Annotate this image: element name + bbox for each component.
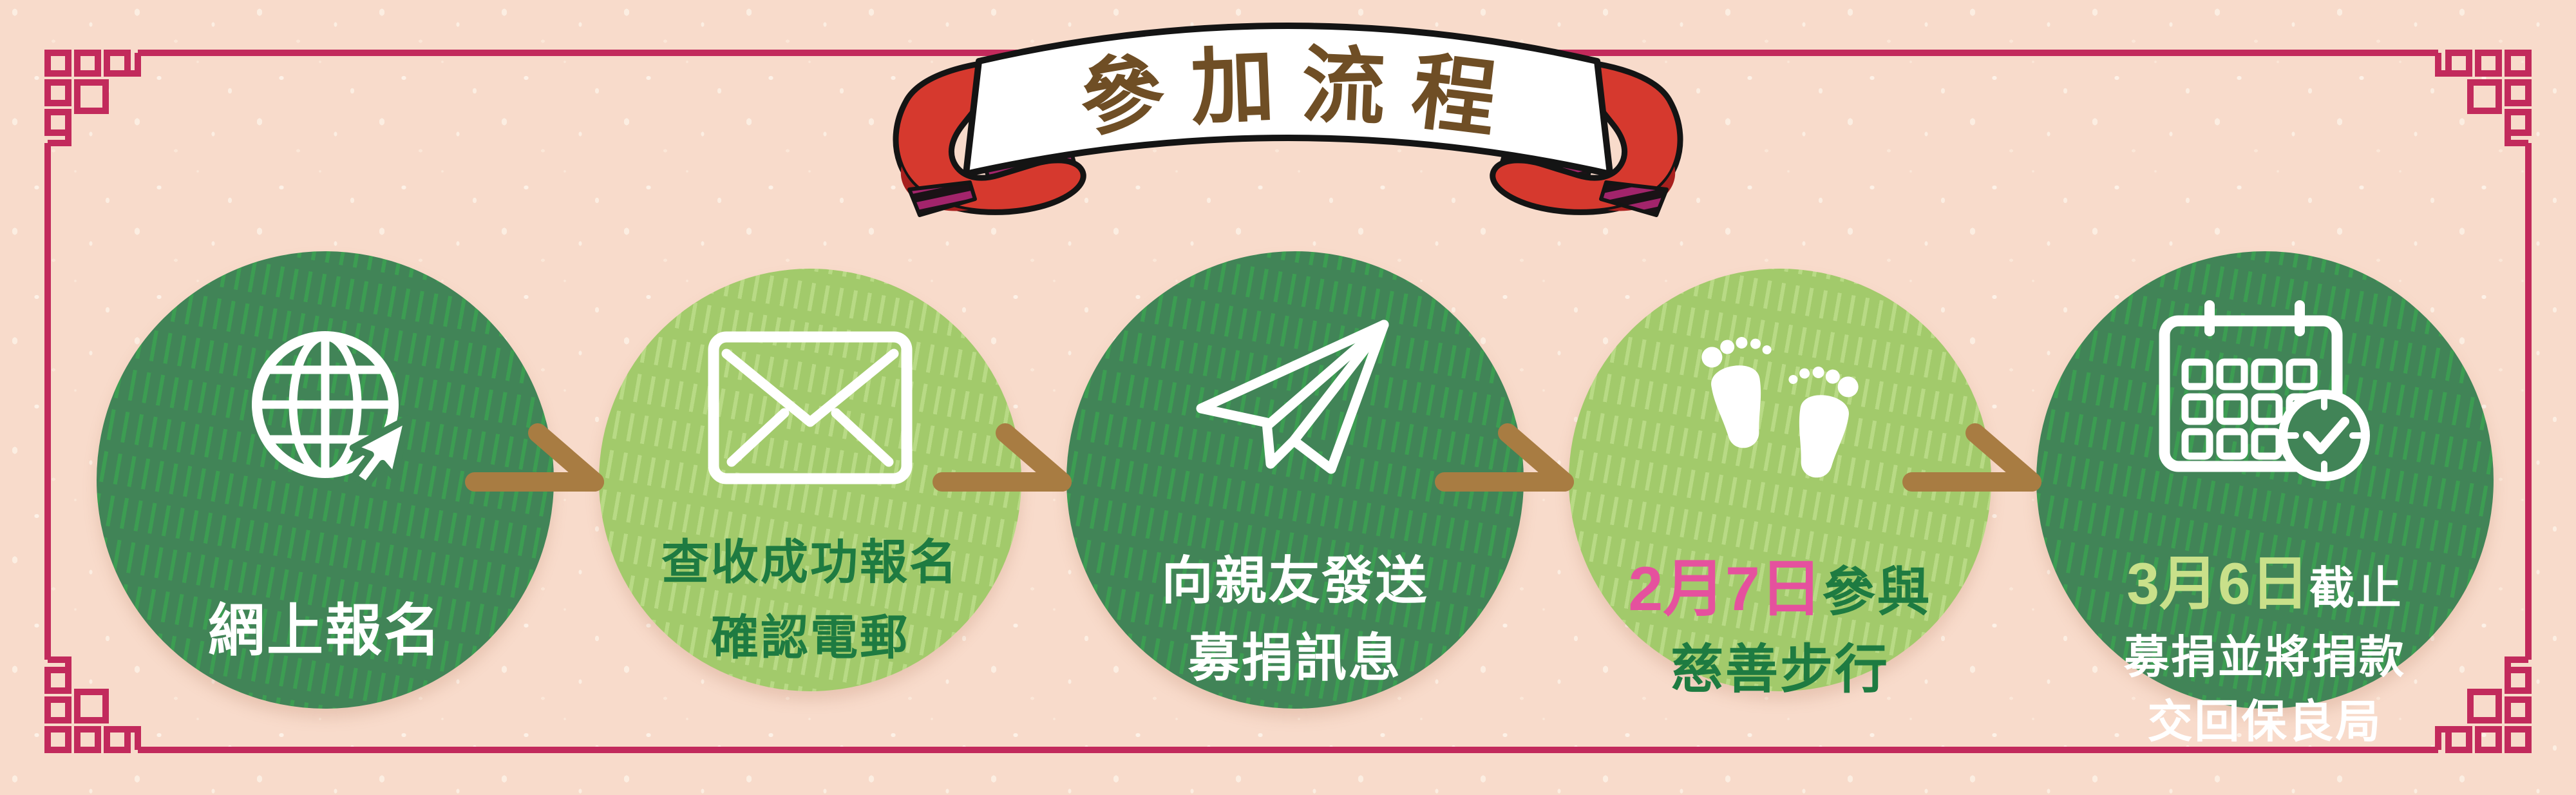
step-label-line: 向親友發送 bbox=[1161, 552, 1429, 609]
footprints-icon bbox=[1701, 337, 1859, 478]
step-label-line: 交回保良局 bbox=[2147, 696, 2383, 747]
event-date: 2月7日 bbox=[1628, 553, 1823, 624]
step-label-line: 募捐並將捐款 bbox=[2124, 632, 2406, 683]
step-label-line: 確認電郵 bbox=[711, 610, 909, 664]
step-label-line: 3月6日截止 bbox=[2126, 551, 2403, 617]
step-label-line: 網上報名 bbox=[207, 599, 442, 662]
step-circle-send-fundraising-message: 向親友發送 募捐訊息 bbox=[1066, 251, 1524, 709]
step-label: 查收成功報名 確認電郵 bbox=[599, 525, 1021, 676]
paper-plane-icon bbox=[1196, 320, 1389, 474]
globe-cursor-icon bbox=[252, 331, 412, 489]
step-label: 向親友發送 募捐訊息 bbox=[1066, 542, 1524, 697]
step-label-line: 查收成功報名 bbox=[661, 535, 959, 589]
step-circle-charity-walk: 2月7日參與 慈善步行 bbox=[1569, 269, 1991, 699]
deadline-date: 3月6日 bbox=[2126, 551, 2309, 617]
step-circle-donation-deadline: 3月6日截止 募捐並將捐款 交回保良局 bbox=[2036, 251, 2494, 747]
step-label: 3月6日截止 募捐並將捐款 交回保良局 bbox=[2036, 542, 2494, 754]
step-label-line: 慈善步行 bbox=[1670, 640, 1889, 700]
step-circle-confirmation-email: 查收成功報名 確認電郵 bbox=[599, 269, 1021, 691]
step-label: 2月7日參與 慈善步行 bbox=[1569, 544, 1991, 708]
calendar-check-icon bbox=[2159, 300, 2370, 481]
step-label-line: 募捐訊息 bbox=[1188, 629, 1402, 687]
envelope-icon bbox=[708, 331, 913, 484]
step-label: 網上報名 bbox=[97, 585, 554, 667]
step-label-line: 2月7日參與 bbox=[1628, 553, 1932, 624]
step-circle-online-registration: 網上報名 bbox=[97, 251, 554, 709]
